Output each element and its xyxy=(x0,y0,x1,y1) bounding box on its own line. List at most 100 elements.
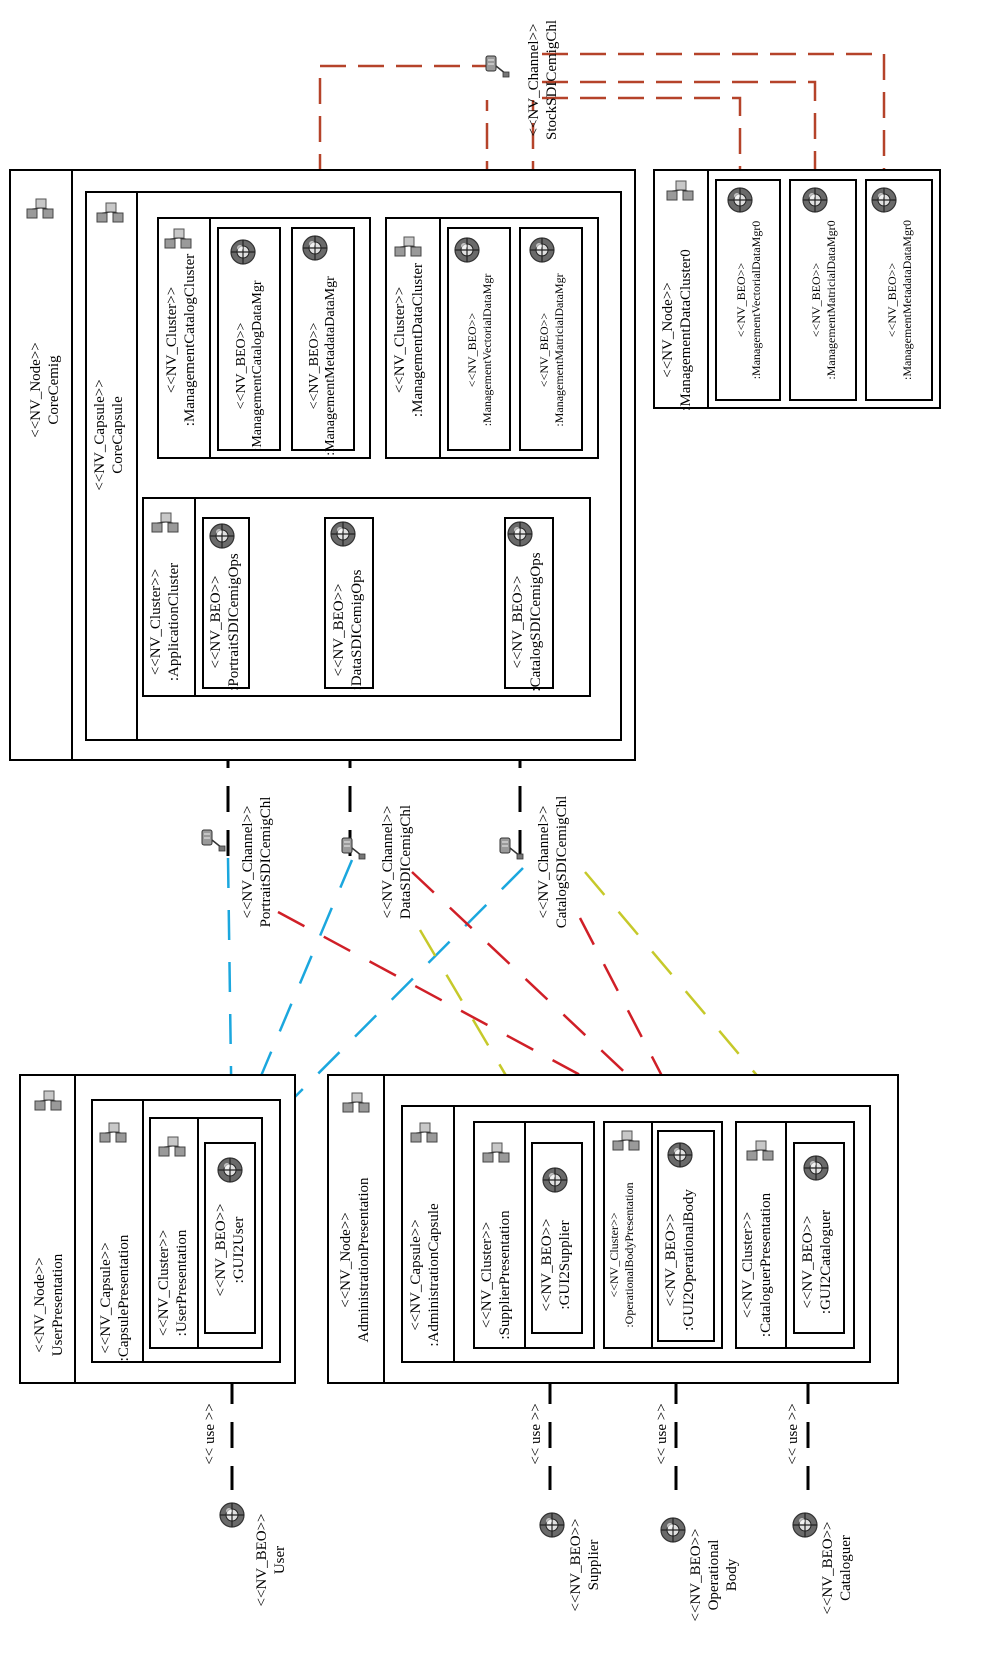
actor-name-line2: Body xyxy=(724,1558,740,1591)
beo-name: :GUI2OperationalBody xyxy=(681,1189,697,1331)
stock-link-mgr0-metadata xyxy=(542,52,886,178)
beo-management-matricial-datamgr0 xyxy=(789,179,857,401)
beo-data-sdicemig-ops xyxy=(324,517,374,689)
beo-management-metadata-datamgr xyxy=(291,227,355,451)
beo-name: :ManagementVectorialDataMgr0 xyxy=(749,221,763,380)
actor-stereotype: <<NV_BEO>> xyxy=(254,1513,270,1606)
beo-stereotype: <<NV_BEO>> xyxy=(800,1215,816,1308)
mdc-name: :ManagementDataCluster xyxy=(410,263,426,417)
core-node: <<NV_Node>> CoreCemig <<NV_Capsule>> Cor… xyxy=(9,169,636,761)
beo-name: :ManagementVectorialDataMgr xyxy=(480,274,494,427)
actor-stereotype: <<NV_BEO>> xyxy=(568,1518,584,1611)
beo-icon xyxy=(667,1142,693,1168)
administration-presentation-node: <<NV_Node>> AdministrationPresentation <… xyxy=(327,1074,899,1384)
stock-link-mgr0-vectorial xyxy=(542,96,742,178)
stock-link-mgr0-matricial xyxy=(542,80,817,178)
cluster-stereotype: <<NV_Cluster>> xyxy=(479,1222,495,1328)
core-capsule-name: CoreCapsule xyxy=(110,396,126,474)
beo-management-vectorial-datamgr0 xyxy=(715,179,781,401)
portrait-channel: <<NV_Channel>> PortraitSDICemigChl xyxy=(201,797,274,927)
actor-name: Operational xyxy=(706,1540,722,1611)
actor-stereotype: <<NV_BEO>> xyxy=(820,1521,836,1614)
cluster-name: :CataloguerPresentation xyxy=(758,1192,774,1337)
beo-icon xyxy=(529,237,555,263)
channel-icon xyxy=(341,837,366,860)
beo-management-vectorial-datamgr xyxy=(447,227,511,451)
stock-channel: <<NV_Channel>> StockSDICemigChl xyxy=(485,20,560,140)
catalog-to-operational-link xyxy=(578,917,692,1131)
beo-icon xyxy=(871,187,897,213)
actor-stereotype: <<NV_BEO>> xyxy=(688,1528,704,1621)
stock-channel-name: StockSDICemigChl xyxy=(544,20,560,140)
admin-capsule-stereotype: <<NV_Capsule>> xyxy=(408,1219,424,1330)
beo-stereotype: <<NV_BEO>> xyxy=(213,1203,229,1296)
beo-name: :ManagementMatricialDataMgr0 xyxy=(824,220,838,379)
management-catalog-cluster: <<NV_Cluster>> :ManagementCatalogCluster… xyxy=(157,217,371,459)
mgmt-node-name: :ManagementDataCluster0 xyxy=(678,249,694,411)
core-node-stereotype: <<NV_Node>> xyxy=(28,342,44,438)
use-label: << use >> xyxy=(528,1403,544,1464)
beo-name: :CatalogSDICemigOps xyxy=(528,552,544,691)
management-data-cluster0-node: <<NV_Node>> :ManagementDataCluster0 <<NV… xyxy=(653,169,941,411)
actor-user: << use >> <<NV_BEO>> User xyxy=(202,1403,288,1606)
admin-capsule-name: :AdministrationCapsule xyxy=(426,1203,442,1347)
beo-name: :DataSDICemigOps xyxy=(349,569,365,690)
mdc-stereotype: <<NV_Cluster>> xyxy=(392,287,408,393)
cluster-stereotype: <<NV_Cluster>> xyxy=(740,1212,756,1318)
stock-link-metadata-mgr xyxy=(318,64,492,218)
beo-icon xyxy=(802,187,828,213)
beo-stereotype: <<NV_BEO>> xyxy=(539,1218,555,1311)
user-node-stereotype: <<NV_Node>> xyxy=(32,1257,48,1353)
portrait-channel-stereotype: <<NV_Channel>> xyxy=(240,806,256,919)
user-capsule-stereotype: <<NV_Capsule>> xyxy=(98,1242,114,1353)
core-capsule-stereotype: <<NV_Capsule>> xyxy=(92,379,108,490)
mcc-stereotype: <<NV_Cluster>> xyxy=(164,287,180,393)
actor-supplier: << use >> <<NV_BEO>> Supplier xyxy=(528,1403,602,1611)
management-data-cluster: <<NV_Cluster>> :ManagementDataCluster <<… xyxy=(385,217,599,459)
use-label: << use >> xyxy=(654,1403,670,1464)
beo-icon xyxy=(792,1512,818,1538)
user-presentation-node: <<NV_Node>> UserPresentation <<NV_Capsul… xyxy=(19,1074,296,1384)
data-channel-name: DataSDICemigChl xyxy=(398,805,414,919)
catalog-channel: <<NV_Channel>> CatalogSDICemigChl xyxy=(499,796,570,928)
admin-node-stereotype: <<NV_Node>> xyxy=(338,1212,354,1308)
actor-operational-body: << use >> <<NV_BEO>> Operational Body xyxy=(654,1403,740,1621)
beo-icon xyxy=(330,521,356,547)
cluster-name: :OperationalBodyPresentation xyxy=(622,1182,636,1327)
cluster-stereotype: <<NV_Cluster>> xyxy=(607,1212,621,1297)
beo-catalog-sdicemig-ops xyxy=(504,517,554,689)
user-node-name: UserPresentation xyxy=(50,1253,66,1356)
beo-stereotype: <<NV_BEO>> xyxy=(809,263,823,338)
catalog-channel-stereotype: <<NV_Channel>> xyxy=(536,806,552,919)
beo-icon xyxy=(803,1155,829,1181)
beo-stereotype: <<NV_BEO>> xyxy=(331,583,347,676)
beo-icon xyxy=(302,235,328,261)
beo-management-catalog-datamgr xyxy=(217,227,281,451)
data-channel-stereotype: <<NV_Channel>> xyxy=(380,806,396,919)
user-cluster-name: :UserPresentation xyxy=(174,1229,190,1336)
user-capsule-name: :CapsulePresentation xyxy=(116,1234,132,1361)
beo-name: :ManagementMetadataDataMgr0 xyxy=(900,220,914,380)
beo-stereotype: <<NV_BEO>> xyxy=(734,263,748,338)
beo-icon xyxy=(542,1167,568,1193)
app-cluster-name: :ApplicationCluster xyxy=(166,563,182,681)
beo-name: :ManagementMatricialDataMgr xyxy=(552,273,566,426)
beo-icon xyxy=(219,1502,245,1528)
beo-management-metadata-datamgr0 xyxy=(865,179,933,401)
beo-name: :GUI2Supplier xyxy=(557,1220,573,1309)
beo-name: :GUI2User xyxy=(231,1217,247,1284)
connectors xyxy=(221,52,886,1490)
beo-icon xyxy=(727,187,753,213)
beo-icon xyxy=(454,237,480,263)
beo-icon xyxy=(209,523,235,549)
beo-management-matricial-datamgr xyxy=(519,227,583,451)
catalog-to-cataloguer-link xyxy=(584,871,821,1151)
beo-stereotype: <<NV_BEO>> xyxy=(234,322,249,409)
application-cluster: <<NV_Cluster>> :ApplicationCluster <<NV_… xyxy=(142,497,591,697)
beo-icon xyxy=(539,1512,565,1538)
core-node-name: CoreCemig xyxy=(46,355,62,425)
stock-channel-stereotype: <<NV_Channel>> xyxy=(526,24,542,137)
beo-stereotype: <<NV_BEO>> xyxy=(663,1213,679,1306)
catalog-to-user-link xyxy=(251,867,524,1141)
